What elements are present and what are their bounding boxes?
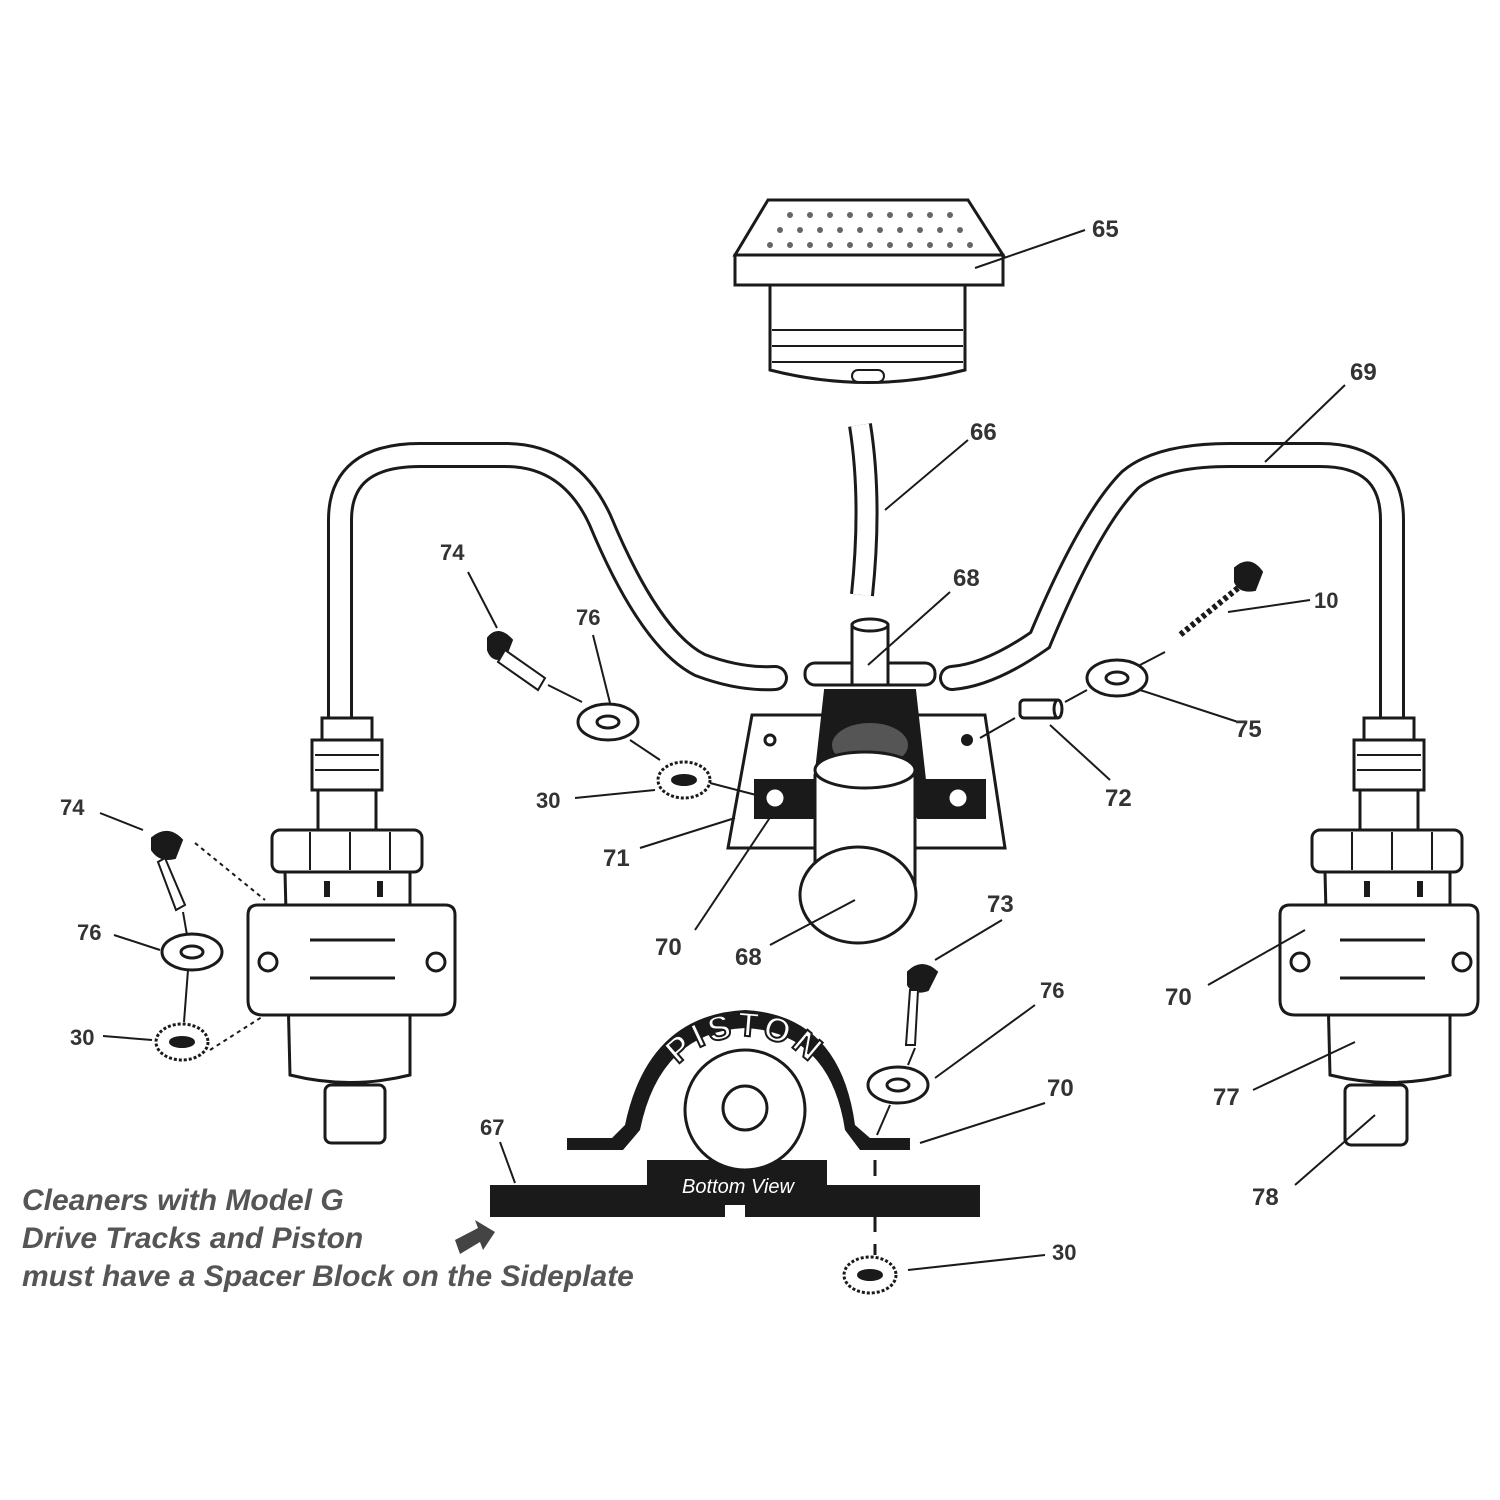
label-76-low: 76 xyxy=(1040,978,1064,1003)
label-74-left: 74 xyxy=(60,795,85,820)
label-30-low: 30 xyxy=(1052,1240,1076,1265)
leader-68-top xyxy=(867,591,951,666)
leader-76-low xyxy=(934,1004,1036,1079)
label-68-bot: 68 xyxy=(735,944,762,971)
label-77: 77 xyxy=(1213,1084,1240,1111)
label-78: 78 xyxy=(1252,1184,1279,1211)
leader-71 xyxy=(639,817,736,849)
part-73-screw xyxy=(904,964,939,1046)
label-30-mid: 30 xyxy=(536,788,560,813)
left-drive-unit xyxy=(246,716,457,1145)
label-70-mid: 70 xyxy=(655,934,682,961)
stack-line-right-2 xyxy=(1064,689,1088,703)
leader-30-left xyxy=(102,1035,153,1041)
dotted-guide-left-top xyxy=(194,842,266,901)
leader-76-mid xyxy=(592,634,611,704)
leader-30-mid xyxy=(574,789,656,799)
label-70-right: 70 xyxy=(1165,984,1192,1011)
part-74-screw-mid xyxy=(487,631,547,692)
part-68-tee-fitting xyxy=(803,617,937,687)
leader-10 xyxy=(1227,599,1311,613)
leader-68-bot xyxy=(769,899,856,946)
bottom-view-caption: Bottom View xyxy=(682,1176,795,1198)
note-line-1: Cleaners with Model G xyxy=(22,1184,344,1217)
leader-72 xyxy=(1049,724,1111,781)
part-66-short-hose xyxy=(848,423,879,597)
stack-line-mid-1 xyxy=(547,684,583,703)
stack-line-mid-2 xyxy=(629,739,661,761)
label-10: 10 xyxy=(1314,588,1338,613)
label-30-left: 30 xyxy=(70,1025,94,1050)
leader-76-left xyxy=(113,934,161,951)
leader-67 xyxy=(499,1141,516,1184)
label-67: 67 xyxy=(480,1115,504,1140)
stack-line-right-3 xyxy=(979,717,1016,739)
stack-line-left-1 xyxy=(182,911,188,936)
part-30-nut-low xyxy=(842,1255,898,1295)
note-line-3: must have a Spacer Block on the Sideplat… xyxy=(22,1260,634,1293)
right-drive-unit xyxy=(1278,716,1480,1147)
leader-66 xyxy=(884,439,969,511)
stack-line-low-1 xyxy=(907,1047,916,1066)
label-75: 75 xyxy=(1235,716,1262,743)
stack-line-left-2 xyxy=(183,969,189,1023)
stack-line-mid-3 xyxy=(709,782,761,797)
part-76-washer-left xyxy=(160,932,224,972)
part-68-canister xyxy=(798,750,918,945)
leader-74-left xyxy=(99,812,144,831)
label-71: 71 xyxy=(603,845,630,872)
label-68-top: 68 xyxy=(953,565,980,592)
part-30-nut-mid xyxy=(656,760,712,800)
leader-73 xyxy=(934,919,1003,961)
leader-69 xyxy=(1264,384,1346,463)
label-76-mid: 76 xyxy=(576,605,600,630)
leader-30-low xyxy=(907,1254,1046,1271)
part-75-washer xyxy=(1085,658,1149,698)
leader-75 xyxy=(1139,689,1239,723)
label-74-mid: 74 xyxy=(440,540,465,565)
note-line-2: Drive Tracks and Piston xyxy=(22,1222,363,1255)
leader-70-right xyxy=(1207,929,1306,986)
piston-bottom-view-inset: PISTON Bottom View xyxy=(490,1004,980,1219)
part-65-filter-cap xyxy=(732,198,1006,384)
label-66: 66 xyxy=(970,419,997,446)
part-76-washer-mid xyxy=(576,702,640,742)
leader-70-low xyxy=(919,1102,1046,1144)
part-72-spacer xyxy=(1018,698,1064,720)
dotted-guide-left-bottom xyxy=(209,1014,266,1051)
part-10-screw xyxy=(1178,561,1264,638)
stack-line-low-2 xyxy=(876,1104,891,1136)
part-69-hoses xyxy=(327,442,1405,731)
arrow-icon xyxy=(455,1220,495,1254)
label-72: 72 xyxy=(1105,785,1132,812)
label-70-low: 70 xyxy=(1047,1075,1074,1102)
leader-77 xyxy=(1252,1041,1356,1091)
label-73: 73 xyxy=(987,891,1014,918)
leader-70-mid xyxy=(694,809,776,931)
part-74-screw-left xyxy=(151,831,187,912)
part-76-washer-low xyxy=(866,1065,930,1105)
label-76-left: 76 xyxy=(77,920,101,945)
stack-line-right-1 xyxy=(1139,651,1166,666)
part-30-nut-left xyxy=(154,1022,210,1062)
leader-78 xyxy=(1294,1114,1376,1186)
leader-65 xyxy=(974,229,1086,269)
label-69: 69 xyxy=(1350,359,1377,386)
label-65: 65 xyxy=(1092,216,1119,243)
leader-74-mid xyxy=(467,571,498,629)
